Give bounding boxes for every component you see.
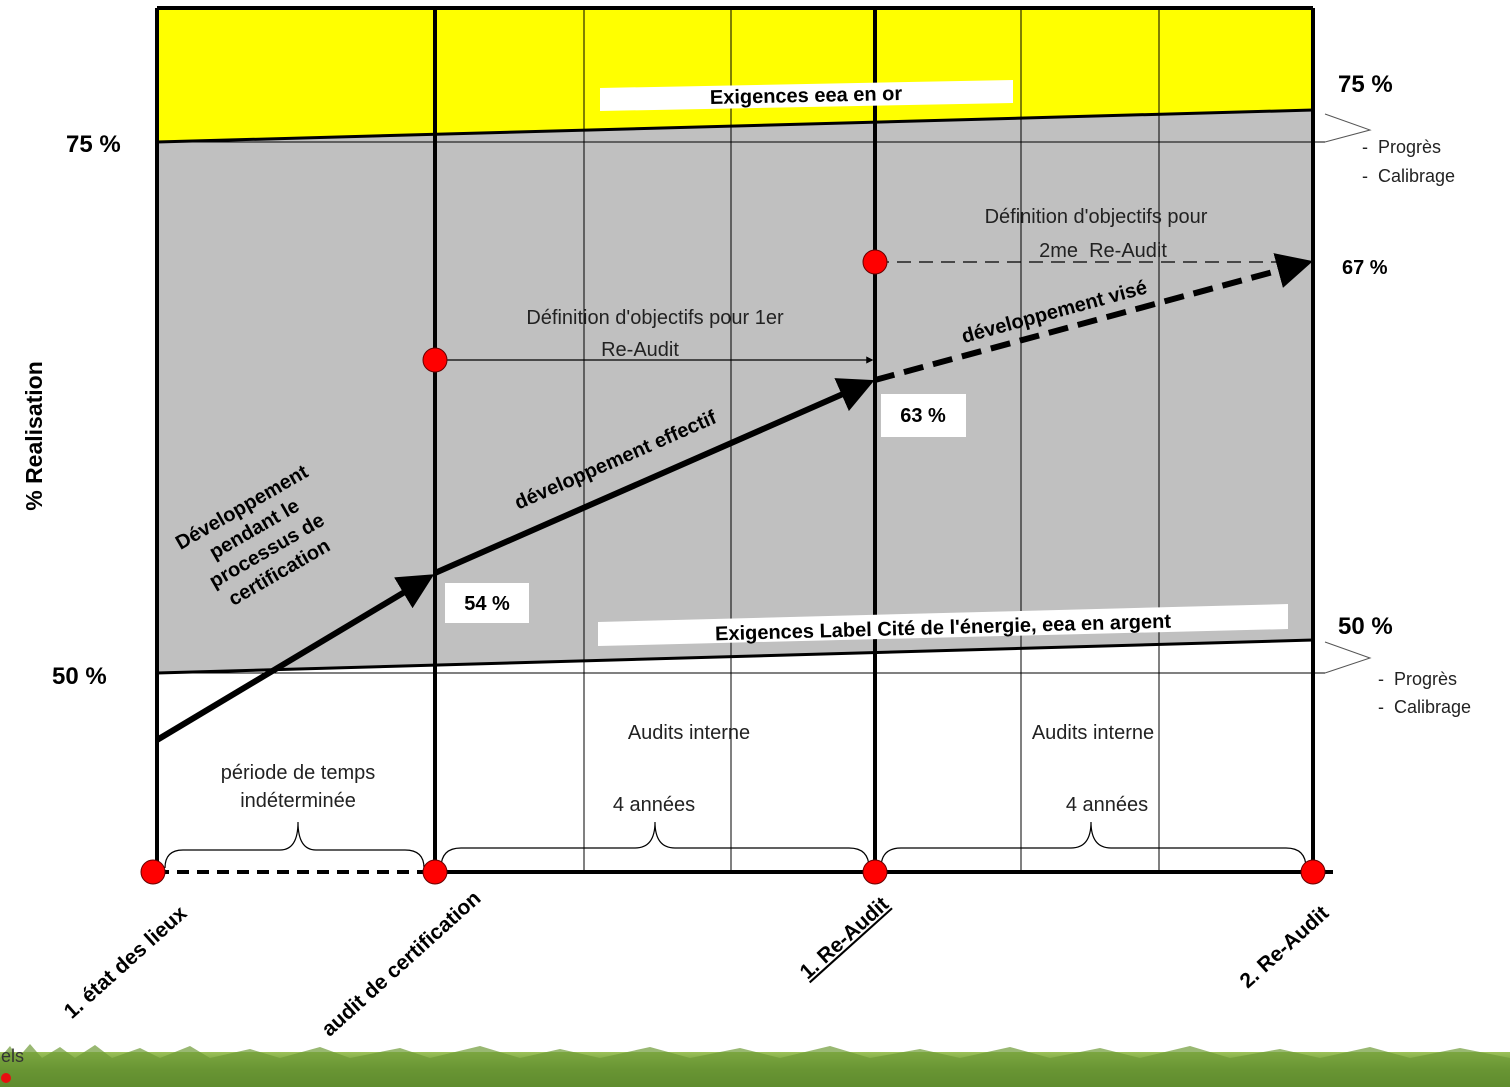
value-63: 63 %	[900, 405, 946, 427]
left-label-75: 75 %	[66, 131, 121, 158]
brace-years-2	[880, 821, 1307, 869]
gold-band	[157, 8, 1313, 142]
milestone-etat-des-lieux: 1. état des lieux	[60, 901, 192, 1023]
note-upper-progres: - Progrès	[1362, 137, 1441, 157]
dot-objective-2	[862, 249, 888, 275]
milestone-audit-certification: audit de certification	[317, 887, 485, 1042]
footer-fragment: iels	[0, 1046, 24, 1066]
gold-requirement-line	[156, 108, 1314, 144]
milestone-re-audit-1: 1. Re-Audit	[796, 893, 894, 984]
note-upper-calibrage: - Calibrage	[1362, 166, 1455, 186]
note-lower-calibrage: - Calibrage	[1378, 697, 1471, 717]
chevron-lower-icon	[1324, 641, 1372, 674]
objective-second-line2: 2me Re-Audit	[1039, 240, 1167, 262]
silver-requirement-line	[156, 638, 1314, 675]
dot-re-audit-1	[862, 859, 888, 885]
gold-band-label: Exigences eea en or	[710, 83, 903, 109]
period-years-2: 4 années	[1066, 794, 1148, 816]
left-label-50: 50 %	[52, 663, 107, 690]
gold-label-box	[600, 80, 1013, 111]
brace-group	[164, 821, 1307, 869]
internal-audits-2: Audits interne	[1032, 722, 1154, 744]
value-box-63	[881, 394, 966, 437]
footer-red-dot	[1, 1073, 11, 1083]
silver-label-box	[598, 604, 1288, 646]
right-label-67: 67 %	[1342, 257, 1388, 279]
note-lower-progres: - Progrès	[1378, 669, 1457, 689]
period-indeterminate-line2: indéterminée	[240, 790, 356, 812]
brace-indeterminate	[164, 821, 425, 869]
objective-first-line1: Définition d'objectifs pour 1er	[526, 307, 784, 329]
grid-lines	[583, 8, 1325, 870]
internal-audits-1: Audits interne	[628, 722, 750, 744]
target-arrow	[874, 253, 1313, 383]
brace-years-1	[440, 821, 870, 869]
frame	[155, 6, 1333, 874]
value-54: 54 %	[464, 593, 510, 615]
y-axis-label: % Realisation	[21, 361, 47, 511]
period-indeterminate-line1: période de temps	[221, 762, 376, 784]
objective-first-line2: Re-Audit	[601, 339, 679, 361]
process-arrow	[155, 574, 435, 743]
right-label-75: 75 %	[1338, 71, 1393, 98]
grey-band	[157, 110, 1313, 673]
value-box-54	[445, 583, 529, 623]
dot-etat-des-lieux	[140, 859, 166, 885]
right-label-50: 50 %	[1338, 613, 1393, 640]
grass-blades	[0, 1044, 1510, 1087]
objective-second-line1: Définition d'objectifs pour	[985, 206, 1208, 228]
dot-objective-1	[422, 347, 448, 373]
effective-arrow	[433, 378, 875, 576]
milestone-re-audit-2: 2. Re-Audit	[1236, 902, 1334, 993]
chevron-upper-icon	[1324, 113, 1372, 143]
dot-re-audit-2	[1300, 859, 1326, 885]
period-years-1: 4 années	[613, 794, 695, 816]
milestone-dots	[140, 249, 1326, 885]
dot-audit-certification	[422, 859, 448, 885]
